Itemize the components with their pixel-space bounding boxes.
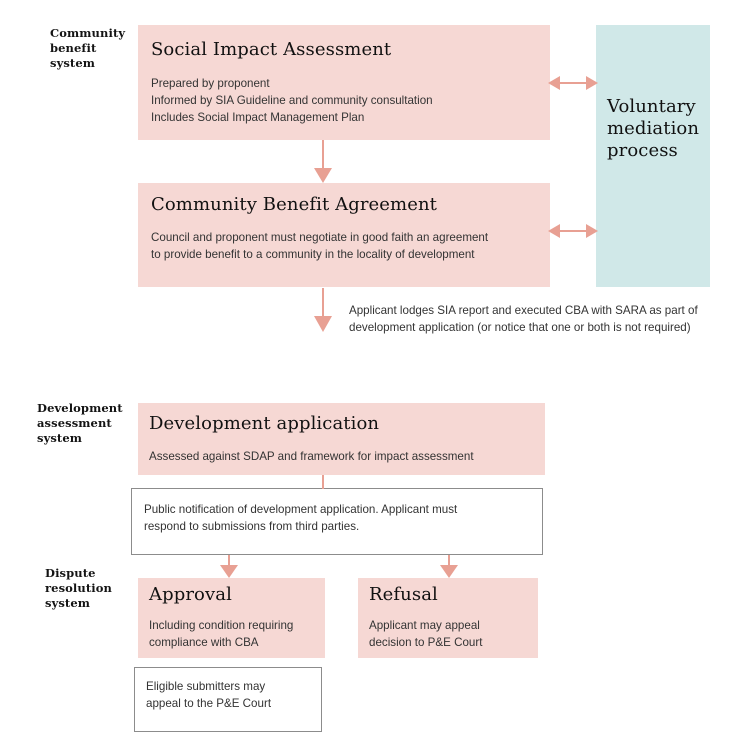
node-eligible-submitters: Eligible submitters may appeal to the P&… <box>134 667 322 732</box>
connector-development-application-to-notification <box>310 475 336 489</box>
system-label-dispute-resolution: Dispute resolution system <box>45 566 112 610</box>
node-community-benefit-agreement: Community Benefit Agreement Council and … <box>138 183 550 287</box>
approval-title: Approval <box>149 584 232 605</box>
development-application-body: Assessed against SDAP and framework for … <box>149 450 474 463</box>
node-voluntary-mediation: Voluntary mediation process <box>596 25 710 287</box>
social-impact-assessment-body: Prepared by proponent Informed by SIA Gu… <box>151 77 433 124</box>
annotation-lodgement-note: Applicant lodges SIA report and executed… <box>349 304 698 334</box>
approval-body: Including condition requiring compliance… <box>149 619 294 649</box>
voluntary-mediation-title: Voluntary mediation process <box>607 96 700 161</box>
development-application-title: Development application <box>149 413 380 434</box>
eligible-submitters-body: Eligible submitters may appeal to the P&… <box>146 680 272 710</box>
node-refusal: Refusal Applicant may appeal decision to… <box>358 578 538 658</box>
node-public-notification: Public notification of development appli… <box>131 488 543 555</box>
social-impact-assessment-title: Social Impact Assessment <box>151 39 392 60</box>
public-notification-body: Public notification of development appli… <box>144 503 458 533</box>
connector-cba-to-development-application <box>310 288 336 333</box>
system-label-development-assessment: Development assessment system <box>37 401 123 445</box>
connector-sia-to-mediation <box>548 74 598 92</box>
connector-notification-to-refusal <box>436 555 462 579</box>
node-social-impact-assessment: Social Impact Assessment Prepared by pro… <box>138 25 550 140</box>
connector-notification-to-approval <box>216 555 242 579</box>
refusal-body: Applicant may appeal decision to P&E Cou… <box>369 619 483 649</box>
node-approval: Approval Including condition requiring c… <box>138 578 325 658</box>
connector-cba-to-mediation <box>548 222 598 240</box>
community-benefit-agreement-body: Council and proponent must negotiate in … <box>151 231 489 261</box>
system-label-community-benefit: Community benefit system <box>50 26 126 70</box>
community-benefit-agreement-title: Community Benefit Agreement <box>151 194 437 215</box>
node-development-application: Development application Assessed against… <box>138 403 545 475</box>
connector-sia-to-cba <box>310 140 336 184</box>
refusal-title: Refusal <box>369 584 438 605</box>
